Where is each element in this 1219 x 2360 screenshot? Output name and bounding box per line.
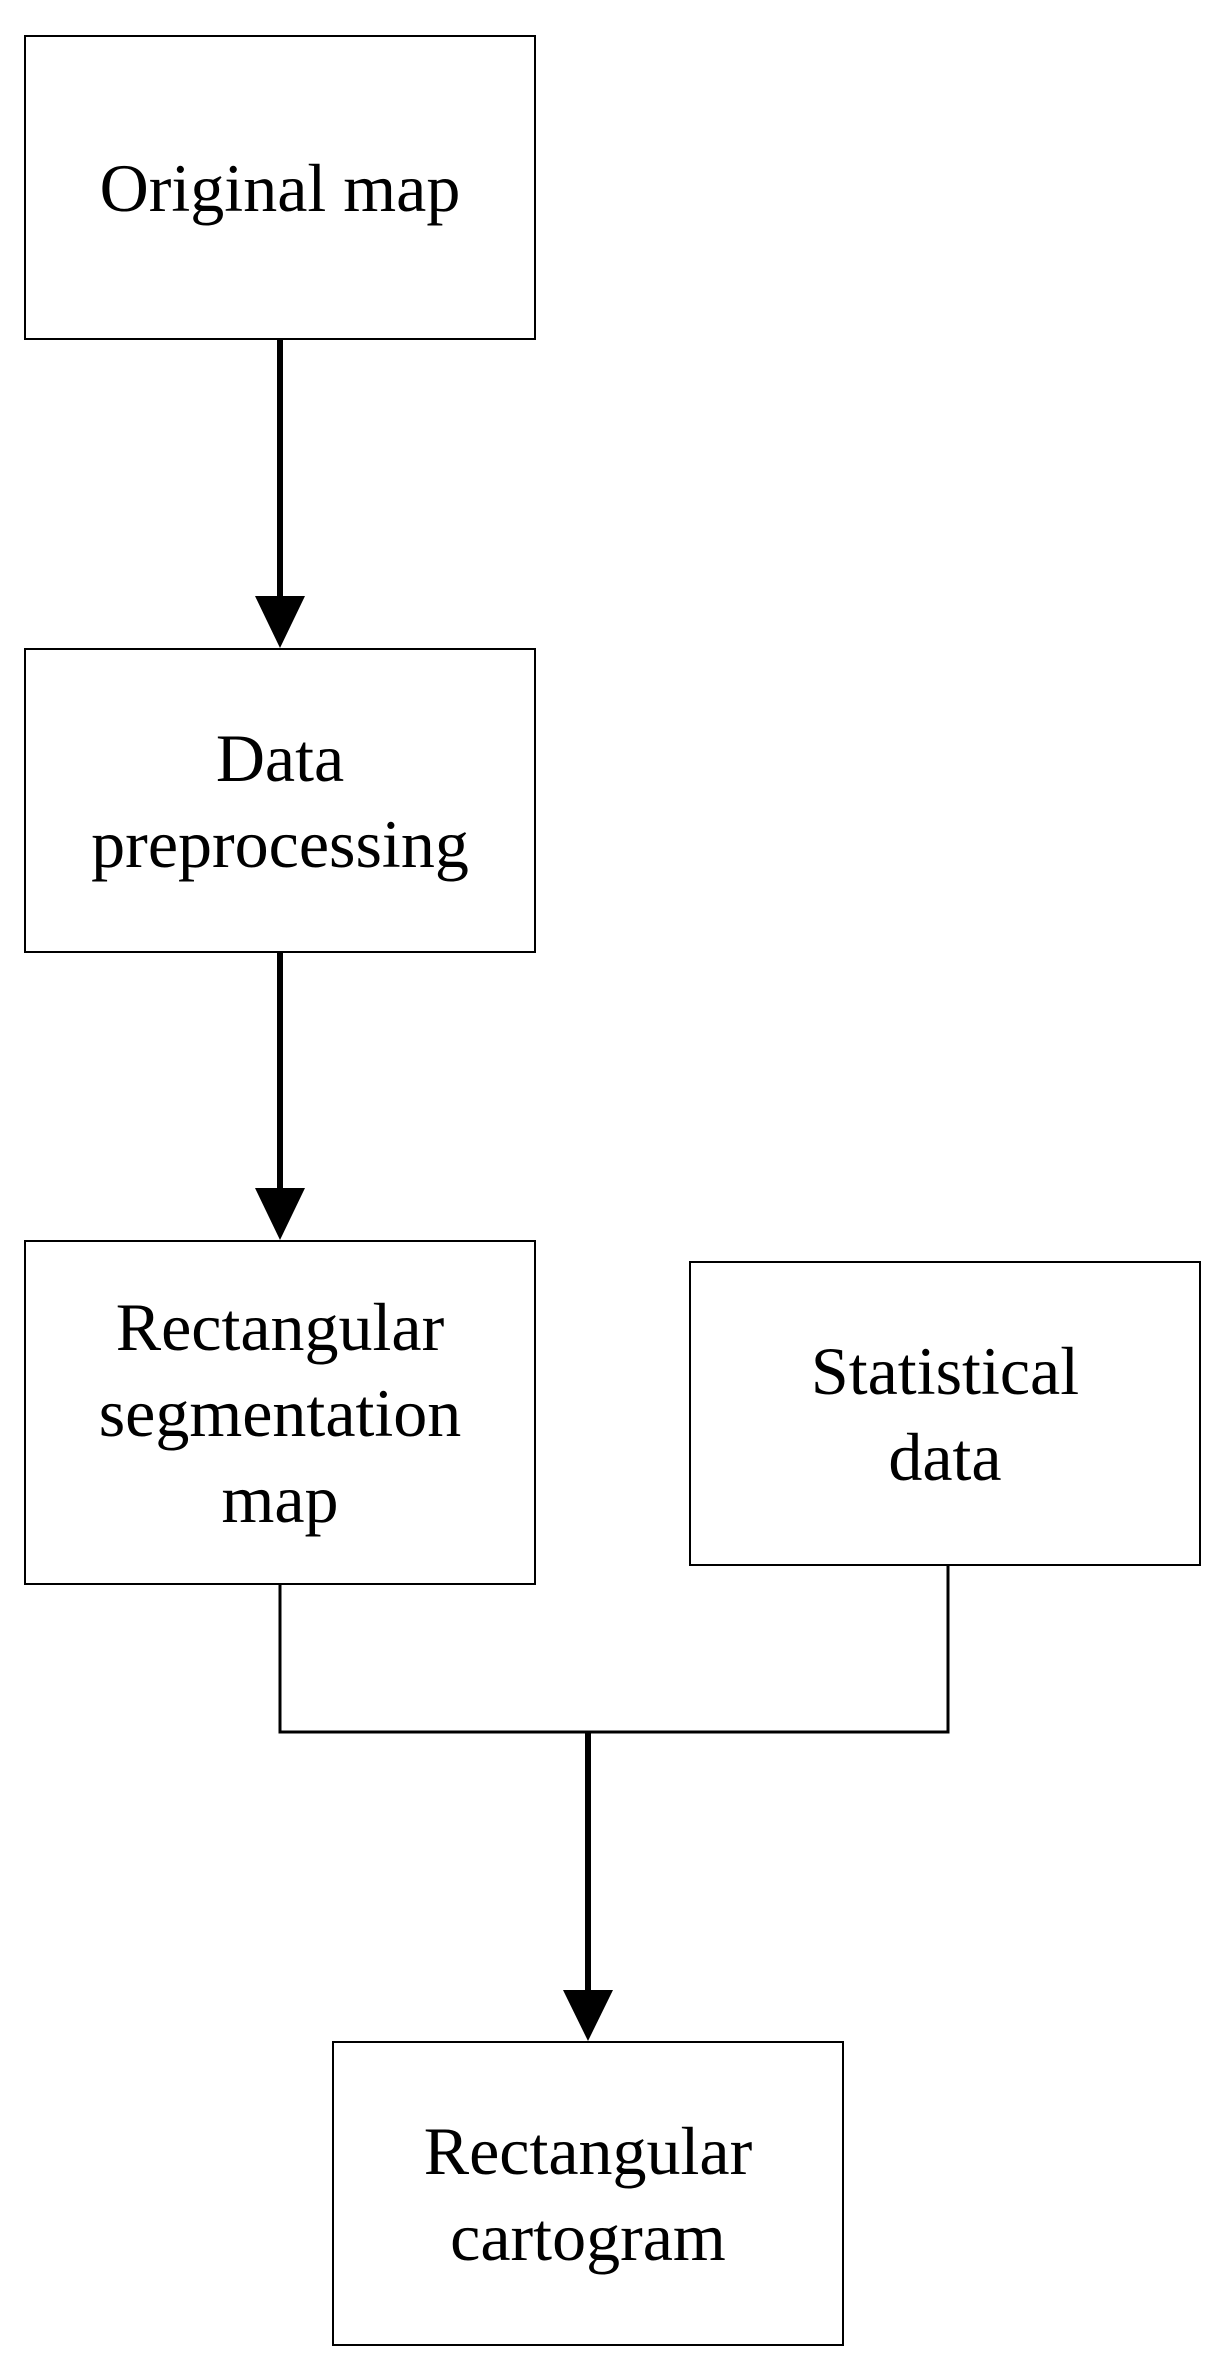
node-label-line: preprocessing (91, 805, 469, 882)
arrowhead-original-to-preprocessing (255, 596, 305, 648)
node-label: Original map (100, 145, 461, 231)
node-label: Rectangular cartogram (424, 2108, 753, 2280)
arrowhead-merge-to-cartogram (563, 1990, 613, 2041)
node-label-line: Rectangular (115, 1288, 445, 1365)
node-rectangular-cartogram: Rectangular cartogram (332, 2041, 844, 2346)
node-label-line: Statistical (810, 1332, 1080, 1409)
node-statistical-data: Statistical data (689, 1261, 1201, 1566)
node-original-map: Original map (24, 35, 536, 340)
node-label: Data preprocessing (91, 715, 469, 887)
node-label-line: Data (215, 719, 345, 796)
merge-connector (278, 1566, 950, 1734)
node-label: Rectangular segmentation map (99, 1284, 462, 1542)
node-label-line: cartogram (450, 2198, 726, 2275)
node-label-line: Original map (99, 149, 461, 226)
node-label-line: segmentation (98, 1374, 462, 1451)
node-label-line: map (221, 1460, 339, 1537)
node-rectangular-segmentation-map: Rectangular segmentation map (24, 1240, 536, 1585)
node-data-preprocessing: Data preprocessing (24, 648, 536, 953)
node-label-line: data (888, 1418, 1002, 1495)
arrowhead-preprocessing-to-segmentation (255, 1188, 305, 1240)
node-label: Statistical data (811, 1328, 1079, 1500)
node-label-line: Rectangular (423, 2112, 753, 2189)
